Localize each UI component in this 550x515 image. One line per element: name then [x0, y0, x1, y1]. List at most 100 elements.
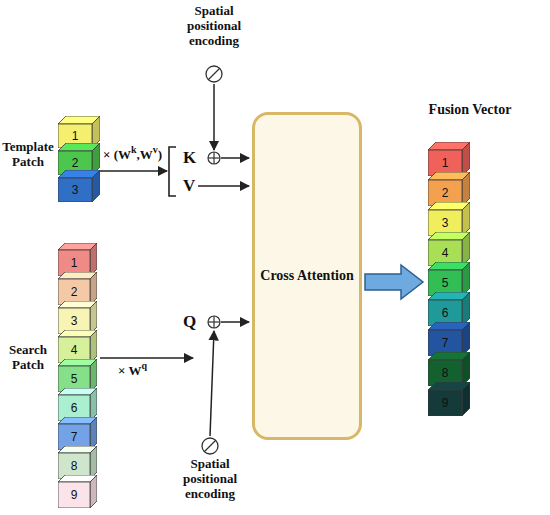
patch-cube: 3 — [58, 301, 97, 334]
patch-cube: 7 — [428, 322, 470, 356]
patch-cube: 6 — [58, 388, 97, 421]
projection-label: × (Wk,Wv) — [103, 148, 162, 163]
patch-cube: 5 — [428, 262, 470, 296]
cube-shape — [428, 262, 470, 296]
weight-symbol: ,W — [137, 147, 153, 162]
cube-shape — [428, 382, 470, 416]
cube-shape — [428, 292, 470, 326]
cube-side — [462, 292, 470, 326]
tensor-label: Q — [183, 312, 196, 332]
stack-heading: Template Patch — [0, 140, 56, 170]
encoding-symbol — [202, 438, 218, 454]
kv-bracket — [169, 147, 176, 196]
cube-shape — [58, 475, 97, 508]
superscript: q — [141, 360, 147, 371]
patch-cube: 9 — [428, 382, 470, 416]
cube-shape — [58, 301, 97, 334]
cube-front — [58, 482, 90, 508]
cube-side — [92, 170, 100, 202]
tensor-label: K — [183, 148, 196, 168]
encoding-label: Spatial positional encoding — [169, 4, 259, 49]
key-arrow — [221, 157, 249, 159]
add-symbol — [208, 316, 220, 328]
encoding-arrow — [213, 84, 215, 150]
patch-cube: 2 — [428, 172, 470, 206]
patch-cube: 6 — [428, 292, 470, 326]
cube-front — [58, 178, 92, 202]
patch-cube: 7 — [58, 417, 97, 450]
superscript: k — [131, 144, 137, 155]
cube-side — [462, 202, 470, 236]
cube-side — [462, 382, 470, 416]
encoding-circle — [202, 438, 218, 454]
cube-side — [90, 475, 97, 508]
cube-shape — [58, 359, 97, 392]
add-cross — [213, 152, 214, 164]
patch-stack: Fusion Vector123456789 — [428, 142, 470, 416]
cube-side — [90, 388, 97, 421]
projection-arrow — [100, 170, 167, 172]
patch-cube: 3 — [428, 202, 470, 236]
encoding-arrow — [210, 331, 214, 436]
weight-symbol: × W — [118, 363, 141, 378]
cube-shape — [58, 170, 100, 202]
query-arrow — [221, 321, 249, 323]
patch-stack: Template Patch123 — [58, 116, 100, 202]
cube-side — [90, 330, 97, 363]
cube-side — [462, 322, 470, 356]
cube-side — [90, 417, 97, 450]
cube-shape — [428, 172, 470, 206]
cube-side — [462, 172, 470, 206]
patch-cube: 9 — [58, 475, 97, 508]
cube-side — [90, 446, 97, 479]
stack-heading: Search Patch — [0, 343, 56, 373]
attention-block: Cross Attention — [252, 112, 362, 440]
encoding-symbol — [206, 66, 222, 82]
patch-cube: 3 — [58, 170, 100, 202]
block-arrow — [365, 265, 423, 299]
superscript: v — [153, 144, 158, 155]
cube-shape — [428, 352, 470, 386]
encoding-slash — [204, 440, 216, 452]
add-cross — [213, 316, 214, 328]
cube-shape — [58, 446, 97, 479]
cube-number: 3 — [58, 178, 92, 202]
cube-side — [90, 359, 97, 392]
patch-cube: 4 — [58, 330, 97, 363]
weight-symbol: × (W — [103, 147, 131, 162]
cube-shape — [58, 417, 97, 450]
projection-label: × Wq — [118, 364, 147, 379]
cube-shape — [428, 202, 470, 236]
cube-side — [462, 352, 470, 386]
cube-side — [462, 232, 470, 266]
cube-number: 9 — [428, 390, 462, 416]
cube-side — [90, 301, 97, 334]
patch-cube: 8 — [428, 352, 470, 386]
cube-shape — [428, 322, 470, 356]
patch-cube: 1 — [428, 142, 470, 176]
encoding-label: Spatial positional encoding — [165, 457, 255, 502]
projection-arrow — [100, 357, 193, 359]
cube-shape — [428, 232, 470, 266]
cube-side — [90, 272, 97, 305]
stack-heading: Fusion Vector — [420, 102, 520, 118]
patch-cube: 8 — [58, 446, 97, 479]
encoding-circle — [206, 66, 222, 82]
add-circle — [208, 152, 220, 164]
cube-side — [462, 262, 470, 296]
cube-side — [90, 243, 97, 276]
cube-shape — [58, 388, 97, 421]
encoding-slash — [208, 68, 220, 80]
weight-symbol: ) — [158, 147, 162, 162]
cube-shape — [58, 272, 97, 305]
patch-cube: 2 — [58, 272, 97, 305]
cube-shape — [58, 330, 97, 363]
tensor-label: V — [183, 176, 195, 196]
add-circle — [208, 316, 220, 328]
block-label: Cross Attention — [256, 268, 357, 284]
cube-side — [462, 142, 470, 176]
patch-stack: Search Patch123456789 — [58, 243, 97, 508]
